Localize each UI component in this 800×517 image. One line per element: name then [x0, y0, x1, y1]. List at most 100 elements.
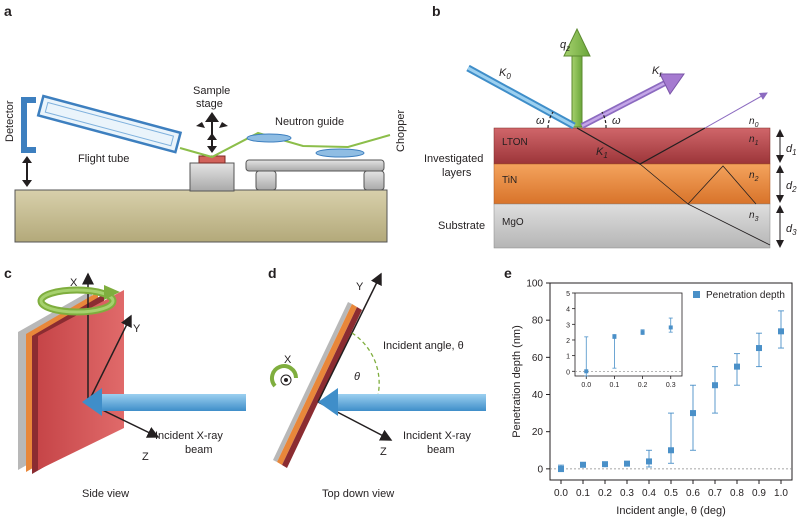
axis-z-c-label: Z [142, 451, 149, 463]
kr-arrow [580, 73, 685, 129]
optical-bench-base [14, 189, 388, 243]
inset-data-point [584, 369, 589, 374]
qz-arrow [563, 27, 591, 128]
data-point [756, 345, 762, 352]
y-tick-label: 80 [532, 316, 544, 327]
inset-x-tick-label: 0.1 [610, 382, 620, 389]
guide-table-leg-right [363, 170, 385, 191]
k0-arrow [466, 64, 576, 130]
beam-d-label-line1: Incident X-ray [403, 430, 471, 442]
axis-x-d-label: X [284, 354, 292, 366]
neutron-guide-mirror-left [246, 133, 292, 143]
incident-angle-arc [351, 332, 380, 396]
panel-d-letter: d [268, 265, 277, 281]
data-point [712, 382, 718, 389]
data-point [690, 410, 696, 417]
panel-c-letter: c [4, 265, 12, 281]
sample-stage-label-line2: stage [196, 98, 223, 110]
panel-e-letter: e [504, 265, 512, 281]
slab-d-dark [282, 307, 362, 468]
layer-mgo-label: MgO [502, 217, 524, 228]
beam-c [82, 388, 246, 416]
data-point [734, 363, 740, 370]
slab-face-lton [38, 290, 124, 470]
x-tick-label: 0.3 [620, 488, 634, 499]
omega-arc-left [547, 111, 554, 129]
stage-move-arrows-icon [196, 112, 228, 153]
side-view-caption: Side view [82, 488, 129, 500]
x-tick-label: 0.0 [554, 488, 568, 499]
data-point [778, 328, 784, 335]
substrate-label: Substrate [438, 220, 485, 232]
inset-x-tick-label: 0.2 [638, 382, 648, 389]
data-point [602, 461, 608, 468]
panel-a: a Detector Flight tube Sample stage [4, 3, 407, 243]
beam-c-label-line2: beam [185, 444, 213, 456]
flight-tube-label: Flight tube [78, 153, 129, 165]
inset-y-tick-label: 3 [566, 322, 570, 329]
beam-c-label-line1: Incident X-ray [155, 430, 223, 442]
ray-transmitted [704, 92, 768, 129]
legend-marker [693, 291, 700, 298]
guide-table [245, 159, 385, 172]
x-tick-label: 0.1 [576, 488, 590, 499]
investigated-layers-label-line1: Investigated [424, 153, 483, 165]
x-tick-label: 0.9 [752, 488, 766, 499]
y-tick-label: 100 [526, 279, 543, 290]
layer-lton-label: LTON [502, 137, 528, 148]
d2-label: d2 [786, 180, 797, 194]
layer-tin-label: TiN [502, 175, 517, 186]
data-point [646, 458, 652, 465]
sample-stage-block [189, 162, 235, 192]
panel-c: c X Y Z Incident X-ray beam Side view [4, 265, 246, 500]
axis-x-d-out-of-page-icon [270, 364, 298, 388]
theta-symbol: θ [354, 371, 360, 383]
panel-b-letter: b [432, 3, 441, 19]
y-tick-label: 60 [532, 353, 544, 364]
inset-data-point [640, 330, 645, 335]
n0-label: n0 [749, 116, 759, 129]
n1-label: n1 [749, 134, 759, 147]
chopper-label: Chopper [395, 109, 407, 152]
x-tick-label: 0.6 [686, 488, 700, 499]
slab-d-orange [277, 304, 357, 465]
neutron-guide-mirror-right [315, 148, 365, 158]
axis-y-c [87, 314, 132, 404]
data-point [558, 465, 564, 472]
n2-label: n2 [749, 170, 759, 183]
axis-y-c-label: Y [133, 323, 141, 335]
inset-data-point [612, 334, 617, 339]
k1-label: K1 [596, 146, 608, 160]
inset-y-tick-label: 4 [566, 307, 570, 314]
top-down-view-caption: Top down view [322, 488, 394, 500]
panel-b: b ω ω qz K0 Kr K1 [424, 3, 797, 249]
inset-y-tick-label: 0 [566, 369, 570, 376]
layer-mgo [493, 203, 771, 249]
y-tick-label: 40 [532, 390, 544, 401]
layer-tin [493, 163, 771, 205]
axis-x-c-label: X [70, 277, 78, 289]
n3-label: n3 [749, 210, 759, 223]
panel-d: d Y Z X θ Incident angle, θ Incident X-r… [268, 265, 486, 500]
rotation-arrow-icon [37, 285, 120, 316]
d3-label: d3 [786, 223, 797, 237]
y-tick-label: 0 [537, 464, 543, 475]
x-tick-label: 0.8 [730, 488, 744, 499]
data-point [624, 460, 630, 467]
beam-d [318, 388, 486, 416]
data-point [668, 447, 674, 454]
x-tick-label: 1.0 [774, 488, 788, 499]
neutron-guide-label: Neutron guide [275, 116, 344, 128]
flight-tube [36, 94, 183, 154]
inset-frame [574, 292, 683, 377]
x-axis-label: Incident angle, θ (deg) [616, 505, 725, 517]
omega-arc-right [601, 111, 607, 129]
sample-stage-label-line1: Sample [193, 85, 230, 97]
x-tick-label: 0.5 [664, 488, 678, 499]
axis-y-d-label: Y [356, 281, 364, 293]
detector-icon [21, 97, 36, 153]
guide-table-leg-left [255, 170, 277, 191]
d1-label: d1 [786, 143, 797, 157]
